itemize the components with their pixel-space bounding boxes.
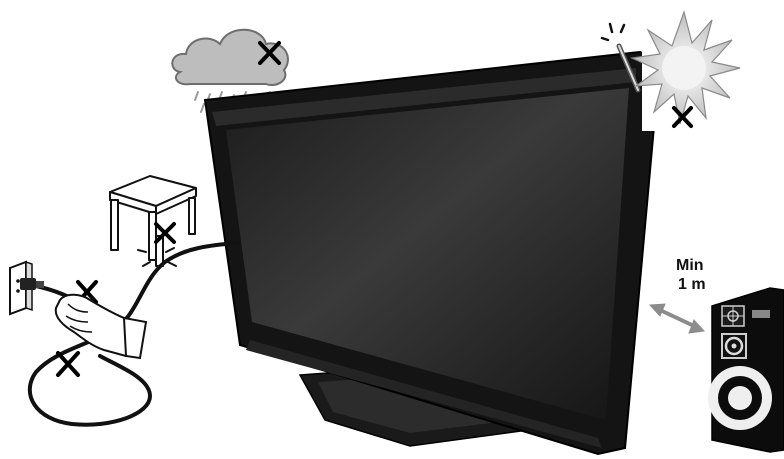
tv-set: [205, 52, 660, 454]
speaker-icon: [708, 288, 784, 452]
distance-label-line2: 1 m: [678, 276, 706, 294]
cross-mark-icon: [58, 353, 78, 375]
cross-mark-icon: [156, 224, 174, 242]
distance-label-line1: Min: [676, 257, 704, 275]
distance-arrow: [650, 304, 704, 333]
